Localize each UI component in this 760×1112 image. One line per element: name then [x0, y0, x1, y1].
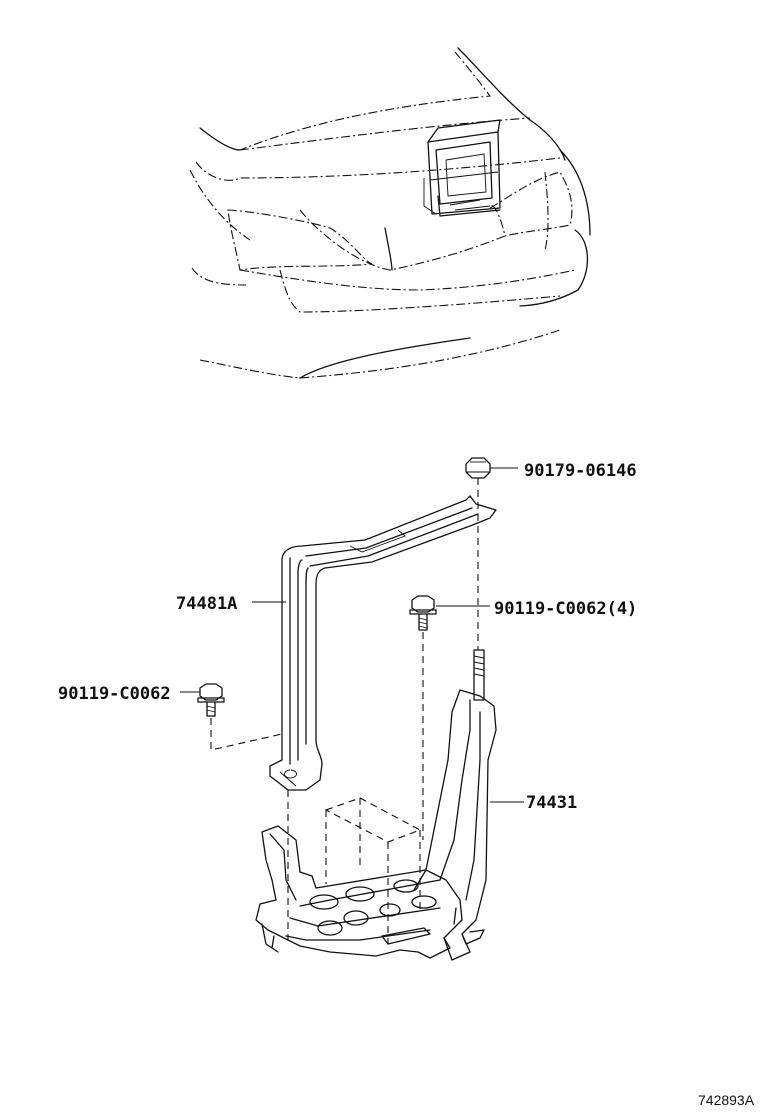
vehicle-rear-outline [189, 47, 591, 379]
part-number-bolt-4[interactable]: 90119-C0062(4) [494, 599, 638, 619]
stud-bolt-icon [473, 649, 485, 701]
part-number-bracket[interactable]: 74481A [176, 594, 238, 614]
jack-support-tray [255, 689, 497, 961]
jack-outline [324, 797, 422, 944]
tray-hole [393, 879, 419, 893]
tray-hole [309, 894, 339, 910]
jack-location-icon [423, 119, 501, 217]
tray-hole [343, 910, 369, 926]
tray-hole [379, 903, 401, 917]
part-number-bolt[interactable]: 90119-C0062 [58, 684, 171, 704]
jack-holder-bracket [269, 495, 497, 791]
part-number-tray[interactable]: 74431 [526, 793, 578, 813]
bolt-icon [197, 683, 225, 717]
tray-hole [411, 895, 437, 909]
bolt-guide-line [210, 718, 283, 751]
part-number-nut[interactable]: 90179-06146 [524, 461, 637, 481]
bolt-icon [409, 595, 437, 631]
nut-icon [465, 457, 491, 479]
illustration-code: 742893A [698, 1092, 755, 1108]
tray-hole [345, 886, 375, 902]
tray-hole [317, 920, 343, 936]
